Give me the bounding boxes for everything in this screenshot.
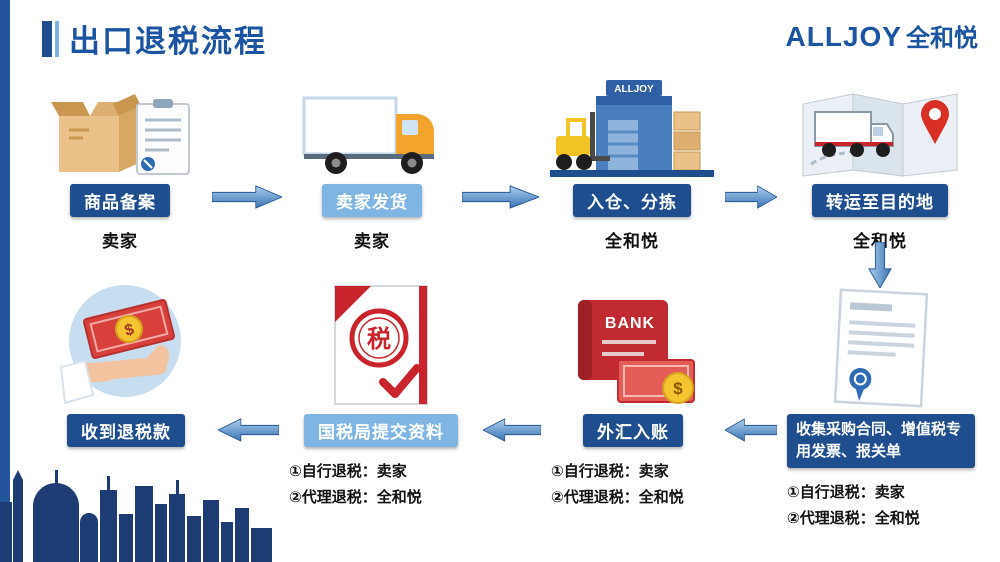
flow-step-seller-ship: 卖家发货 卖家 [286,66,458,252]
header: 出口退税流程 [42,16,267,61]
package-document-icon [33,66,207,178]
note-line: ①自行退税：卖家 [551,463,669,480]
title-accent-bars [42,20,59,57]
bank-passbook-icon: BANK $ [545,278,721,408]
flow-step-receive-rebate: $ 收到退税款 [38,278,214,447]
warehouse-sign-text: ALLJOY [614,84,654,95]
left-accent-strip [0,0,10,562]
flow-arrow-left-3 [724,418,778,442]
note-line: ②代理退税：全和悦 [787,509,920,527]
title-bar-dark [42,20,52,57]
step-actor: 全和悦 [853,232,907,251]
step-label: 收集采购合同、增值税专用发票、报关单 [787,414,975,468]
flow-arrow-right-1 [211,185,284,209]
step-label: 转运至目的地 [812,184,948,217]
flow-step-tax-bureau-submit: 税 国税局提交资料 ①自行退税：卖家 ②代理退税：全和悦 [283,278,479,512]
step-actor: 卖家 [102,232,138,251]
step-label: 卖家发货 [322,184,422,217]
flow-step-transport-destination: 转运至目的地 全和悦 [781,66,979,252]
delivery-truck-icon [286,66,458,178]
tax-seal-text: 税 [367,325,391,353]
flow-arrow-right-2 [461,185,541,209]
flow-arrow-down [868,241,892,289]
step-label: 商品备案 [70,184,170,217]
tax-document-icon: 税 [283,278,479,408]
brand-latin: ALLJOY [785,21,902,52]
coin-currency-text: $ [673,379,683,398]
step-actor: 全和悦 [605,232,659,251]
step-notes: ①自行退税：卖家 ②代理退税：全和悦 [781,480,981,533]
warehouse-forklift-icon: ALLJOY [543,66,721,178]
hand-money-icon: $ [38,278,214,408]
title-bar-light [55,20,59,57]
flow-step-forex-receipt: BANK $ 外汇入账 ①自行退税：卖家 ②代理退税：全和悦 [545,278,721,512]
step-label: 国税局提交资料 [304,414,458,447]
step-notes: ①自行退税：卖家 ②代理退税：全和悦 [283,459,479,512]
step-label: 外汇入账 [583,414,683,447]
contract-invoice-icon [781,278,981,408]
city-skyline [0,444,272,562]
bill-currency-text: $ [122,321,135,340]
step-notes: ①自行退税：卖家 ②代理退税：全和悦 [545,459,721,512]
note-line: ②代理退税：全和悦 [551,489,684,507]
flow-step-warehouse-sorting: ALLJOY 入仓、分拣 全和悦 [543,66,721,252]
flow-step-product-filing: 商品备案 卖家 [33,66,207,252]
flow-step-collect-documents: 收集采购合同、增值税专用发票、报关单 ①自行退税：卖家 ②代理退税：全和悦 [781,278,981,532]
step-actor: 卖家 [354,232,390,251]
transport-map-icon [781,66,979,178]
brand-cn: 全和悦 [906,25,978,52]
flow-arrow-left-2 [482,418,542,442]
brand-logo: ALLJOY 全和悦 [786,18,978,53]
step-label: 入仓、分拣 [573,184,691,217]
note-line: ①自行退税：卖家 [787,483,905,501]
note-line: ②代理退税：全和悦 [289,489,422,507]
flow-arrow-left-1 [216,418,280,442]
note-line: ①自行退税：卖家 [289,463,407,480]
bank-text: BANK [604,315,654,332]
step-label: 收到退税款 [67,414,185,447]
page-title: 出口退税流程 [69,24,267,59]
flow-arrow-right-3 [724,185,778,209]
